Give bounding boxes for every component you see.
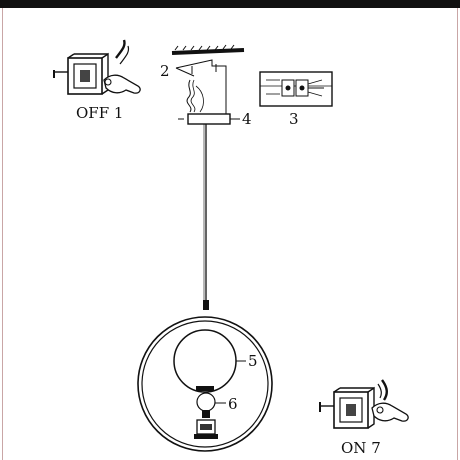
frame-right [457, 8, 458, 460]
step6-label: 6 [228, 395, 238, 413]
switch-off-illustration: OFF 1 [53, 39, 141, 122]
bulb-icon: 6 [196, 392, 238, 418]
glass-globe: 5 [173, 329, 258, 393]
frame-left [2, 8, 3, 460]
ceiling-hatch-icon [171, 44, 245, 55]
ceiling-mount-illustration: 2 [160, 44, 245, 120]
step4-label: 4 [242, 110, 252, 128]
top-bar [0, 0, 460, 8]
switch-box-icon [53, 52, 109, 95]
switch-box-icon [319, 386, 375, 429]
lamp-holder [194, 419, 218, 439]
pendant-ring [137, 316, 273, 452]
hand-icon [103, 39, 141, 94]
step7-label: ON 7 [341, 439, 381, 457]
switch-on-illustration: ON 7 [319, 379, 409, 457]
canopy-plate: 4 [178, 110, 252, 128]
wire-clamp [203, 300, 209, 310]
step3-label: 3 [289, 110, 299, 128]
step2-label: 2 [160, 62, 170, 80]
terminal-block-icon: 3 [259, 71, 333, 128]
step1-label: OFF 1 [76, 104, 123, 122]
hand-icon [371, 379, 409, 422]
step5-label: 5 [248, 352, 258, 370]
